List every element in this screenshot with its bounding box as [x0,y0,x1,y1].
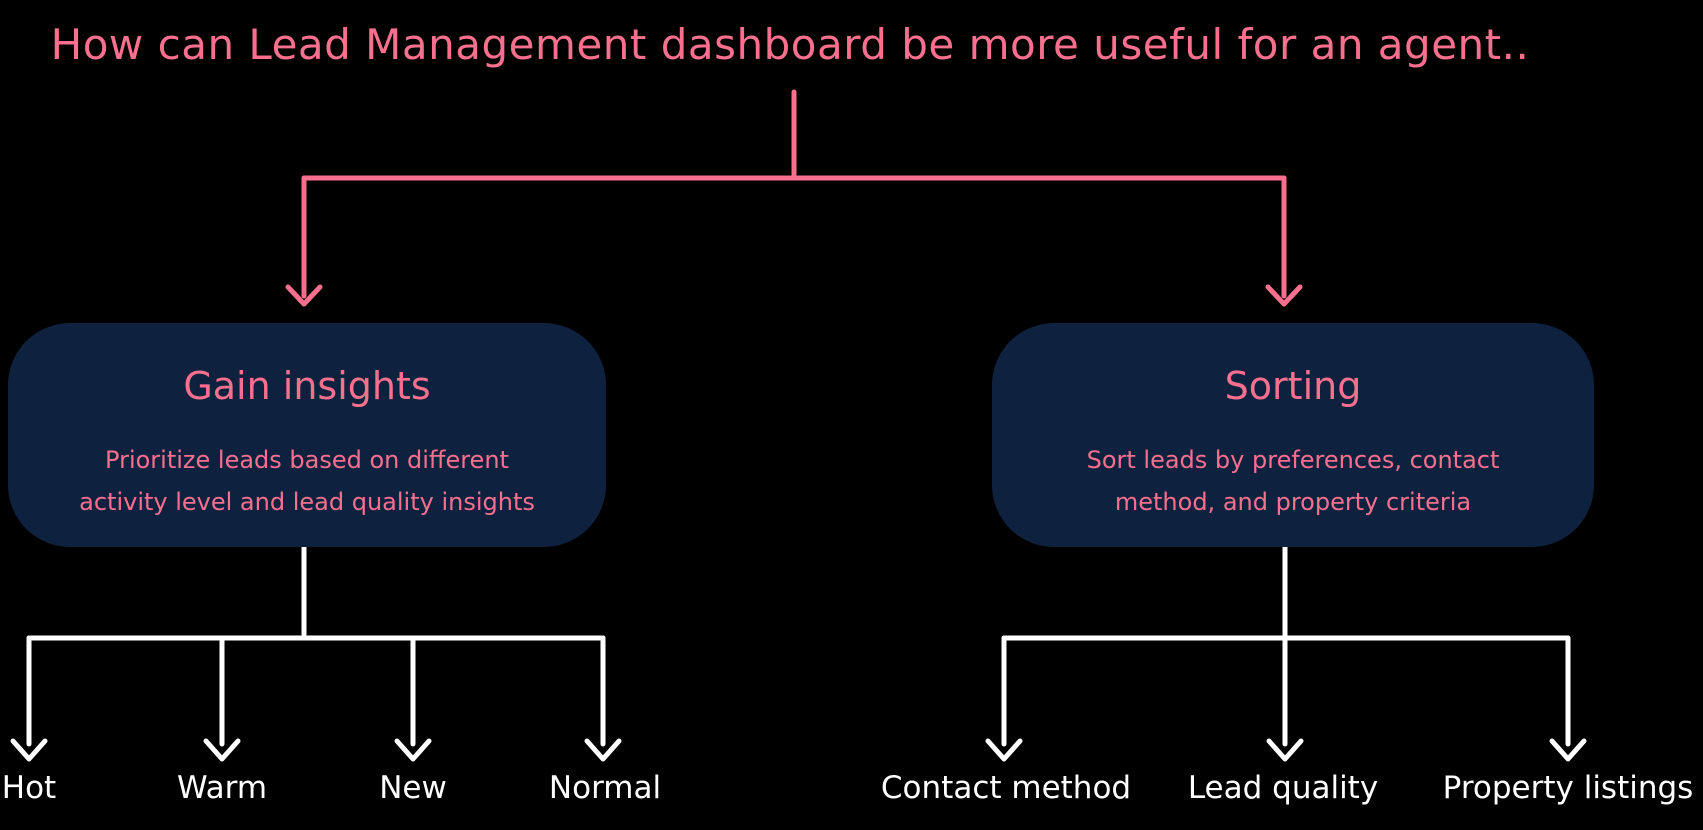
node-gain-insights-description: Prioritize leads based on different acti… [79,439,535,523]
node-sorting-title: Sorting [1224,364,1362,408]
leaf-lead-quality[interactable]: Lead quality [1187,770,1379,806]
arrowhead-hot [10,738,48,762]
root-connectors [285,89,1303,307]
diagram-title[interactable]: How can Lead Management dashboard be mor… [50,20,1530,69]
arrowhead-warm [203,738,241,762]
arrowhead-contact-method [985,738,1023,762]
node-gain-insights[interactable]: Gain insights Prioritize leads based on … [8,323,606,547]
leaf-new[interactable]: New [379,770,447,806]
arrowhead-lead-quality [1266,738,1304,762]
node-sorting-description-line-2: method, and property criteria [1114,488,1472,516]
arrowhead-new [394,738,432,762]
node-sorting-description-line-1: Sort leads by preferences, contact [1086,446,1500,474]
node-sorting-description: Sort leads by preferences, contact metho… [1087,439,1500,523]
arrowhead-sorting [1265,284,1303,307]
node-gain-insights-description-line-2: activity level and lead quality insights [79,488,535,516]
leaf-warm[interactable]: Warm [176,770,268,806]
node-gain-insights-description-line-1: Prioritize leads based on different [105,446,509,474]
leaf-property-listings[interactable]: Property listings [1442,770,1694,806]
sorting-leaf-connectors [985,544,1587,762]
leaf-normal[interactable]: Normal [548,770,662,806]
node-sorting[interactable]: Sorting Sort leads by preferences, conta… [992,323,1594,547]
arrowhead-normal [584,738,622,762]
arrowhead-gain-insights [285,284,323,307]
arrowhead-property-listings [1549,738,1587,762]
leaf-hot[interactable]: Hot [1,770,57,806]
gain-insights-leaf-connectors [10,544,622,762]
leaf-contact-method[interactable]: Contact method [880,770,1132,806]
node-gain-insights-title: Gain insights [183,364,431,408]
